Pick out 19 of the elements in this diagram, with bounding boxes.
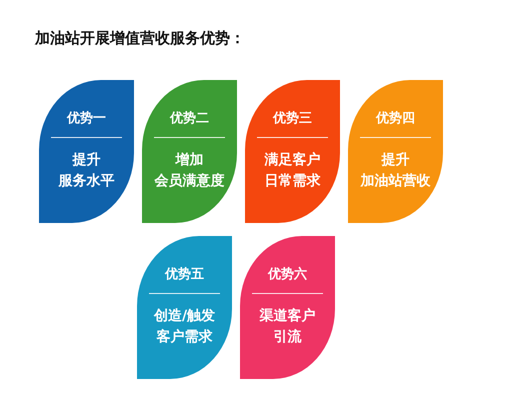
leaf-card	[348, 80, 443, 223]
card-text: 增加会员满意度	[154, 151, 224, 191]
card-heading: 优势二	[170, 110, 209, 127]
card-heading: 优势四	[376, 110, 415, 127]
leaf-card	[137, 236, 232, 379]
leaf-card	[240, 236, 335, 379]
card-text: 提升加油站营收	[360, 151, 430, 191]
card-text: 满足客户日常需求	[264, 150, 320, 191]
leaf-card	[39, 80, 134, 223]
page-title: 加油站开展增值营收服务优势：	[35, 29, 245, 48]
card-text: 创造/触发客户需求	[154, 307, 216, 347]
card-text: 渠道客户引流	[260, 306, 316, 347]
card-heading: 优势一	[67, 110, 106, 127]
card-text: 提升服务水平	[58, 151, 114, 191]
leaf-card	[142, 80, 237, 223]
card-heading: 优势三	[273, 110, 312, 127]
leaf-card	[245, 80, 340, 223]
card-heading: 优势六	[268, 266, 307, 283]
card-heading: 优势五	[165, 266, 204, 283]
